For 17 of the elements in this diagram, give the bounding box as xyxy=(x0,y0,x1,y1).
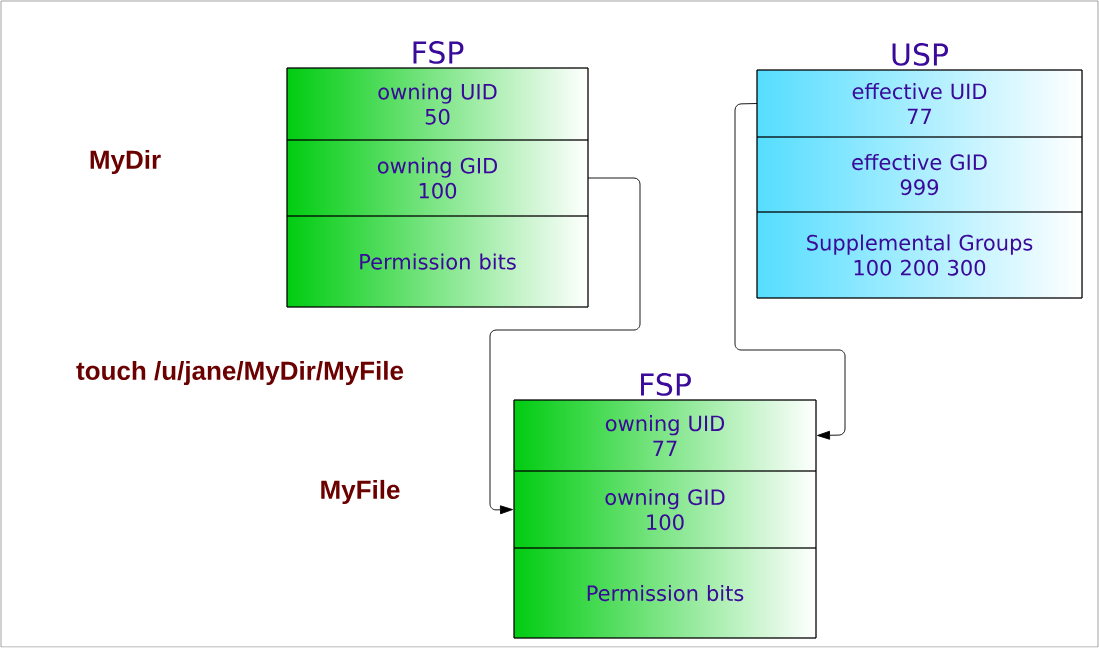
table-cell: Permission bits xyxy=(513,547,817,639)
table-cell: Permission bits xyxy=(286,215,589,308)
table-cell: owning GID 100 xyxy=(286,139,589,217)
path-label: MyFile xyxy=(321,479,400,505)
node-label: FSP xyxy=(413,41,464,64)
node-label: FSP xyxy=(641,373,691,396)
table-cell: owning GID 100 xyxy=(513,470,817,549)
arrow xyxy=(734,103,846,440)
table-cell: Supplemental Groups 100 200 300 xyxy=(756,211,1083,299)
path-label: MyDir xyxy=(90,149,161,175)
table-cell: effective GID 999 xyxy=(756,136,1083,213)
node-label: USP xyxy=(892,43,949,66)
table-cell: effective UID 77 xyxy=(756,69,1083,138)
table-cell: owning UID 77 xyxy=(513,399,817,472)
path-label: touch /u/jane/MyDir/MyFile xyxy=(76,360,404,386)
table-cell: owning UID 50 xyxy=(286,67,589,141)
arrow xyxy=(489,177,641,515)
